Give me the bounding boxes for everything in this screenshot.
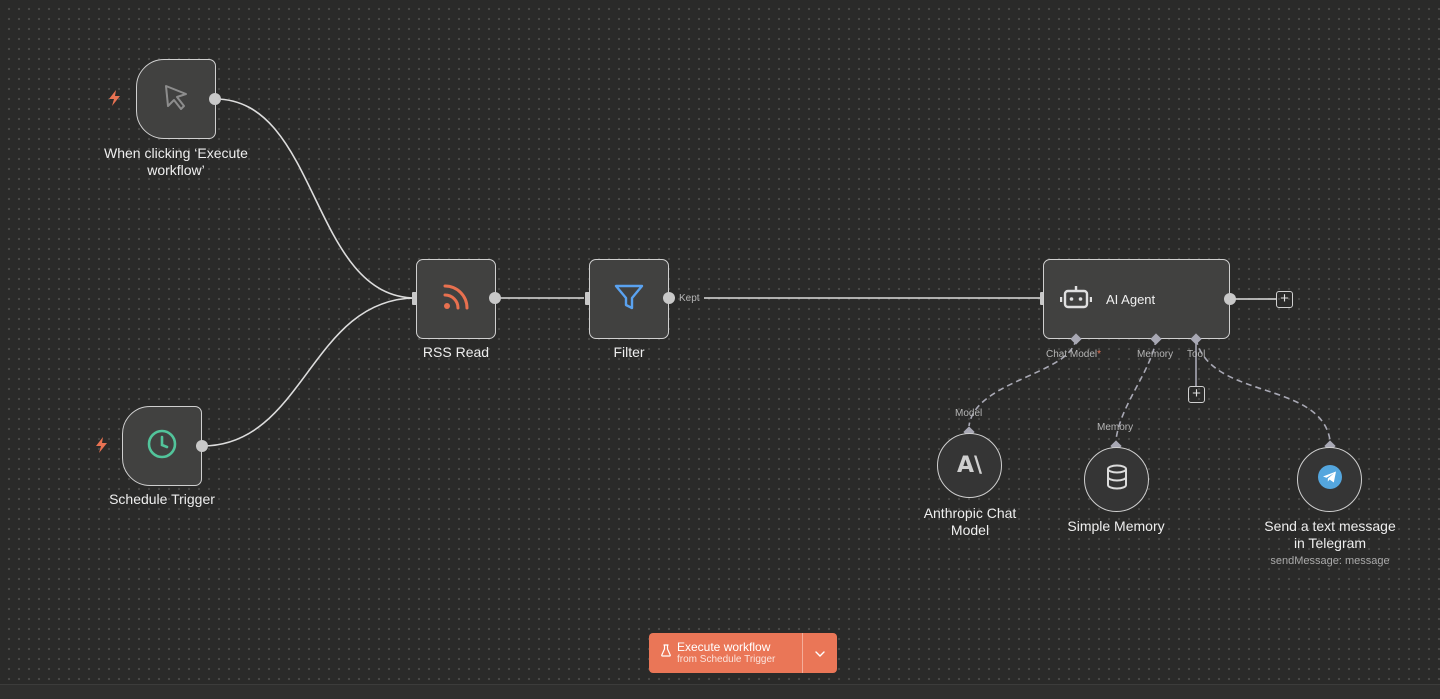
database-icon	[1105, 464, 1129, 495]
agent-add-next-button[interactable]: +	[1276, 291, 1293, 308]
edge-telegram-to-tool	[1195, 338, 1331, 441]
chevron-down-icon	[815, 644, 825, 662]
edge-schedule-to-rss	[201, 297, 417, 447]
telegram-operation-subtitle: sendMessage: message	[1270, 555, 1390, 567]
filter-input-port[interactable]	[585, 292, 591, 305]
anthropic-chat-model-node[interactable]: A\	[937, 433, 1002, 498]
add-tool-button[interactable]: +	[1188, 386, 1205, 403]
schedule-trigger-label: Schedule Trigger	[109, 491, 215, 507]
manual-trigger-label: When clicking ‘Execute workflow’	[104, 145, 248, 178]
edge-anthropic-to-chat-model	[968, 338, 1077, 427]
telegram-send-message-node[interactable]	[1297, 447, 1362, 512]
manual-trigger-output-port[interactable]	[209, 93, 221, 105]
edge-manual-to-rss	[214, 98, 417, 299]
anthropic-input-label: Model	[955, 408, 983, 419]
simple-memory-node[interactable]	[1084, 447, 1149, 512]
lightning-bolt-icon	[95, 437, 108, 456]
rss-icon	[441, 282, 471, 317]
agent-output-port[interactable]	[1224, 293, 1236, 305]
rss-read-node[interactable]	[416, 259, 496, 339]
filter-label: Filter	[613, 344, 645, 360]
execute-workflow-button[interactable]: Execute workflow from Schedule Trigger	[649, 633, 837, 673]
lightning-bolt-icon	[108, 90, 121, 109]
chat-model-port-label: Chat Model*	[1046, 349, 1102, 360]
filter-output-port[interactable]	[663, 292, 675, 304]
execute-options-dropdown[interactable]	[803, 633, 837, 673]
execute-workflow-main[interactable]: Execute workflow from Schedule Trigger	[649, 633, 803, 673]
edge-memory-to-agent	[1115, 338, 1157, 441]
cursor-arrow-icon	[160, 81, 192, 118]
filter-output-label: Kept	[679, 293, 700, 304]
tool-port-label: Tool	[1187, 349, 1206, 360]
clock-icon	[145, 427, 179, 466]
ai-agent-node[interactable]: AI Agent	[1043, 259, 1230, 339]
memory-input-label: Memory	[1097, 422, 1134, 433]
simple-memory-label: Simple Memory	[1067, 518, 1165, 534]
rss-input-port[interactable]	[412, 292, 418, 305]
paper-plane-icon	[1317, 464, 1343, 495]
execute-workflow-title: Execute workflow	[677, 639, 771, 654]
flask-icon	[661, 644, 671, 662]
rss-read-label: RSS Read	[422, 344, 490, 360]
schedule-trigger-node[interactable]	[122, 406, 202, 486]
schedule-trigger-output-port[interactable]	[196, 440, 208, 452]
anthropic-logo-icon: A\	[956, 453, 983, 478]
filter-node[interactable]	[589, 259, 669, 339]
ai-agent-label: AI Agent	[1106, 291, 1156, 307]
rss-output-port[interactable]	[489, 292, 501, 304]
execute-workflow-subtitle: from Schedule Trigger	[677, 653, 776, 665]
robot-icon	[1059, 283, 1093, 316]
memory-port-label: Memory	[1137, 349, 1174, 360]
bottom-panel-edge	[0, 684, 1440, 699]
funnel-icon	[613, 281, 645, 318]
manual-trigger-node[interactable]	[136, 59, 216, 139]
anthropic-chat-model-label: Anthropic Chat Model	[923, 505, 1017, 538]
telegram-label: Send a text message in Telegram	[1264, 518, 1396, 551]
